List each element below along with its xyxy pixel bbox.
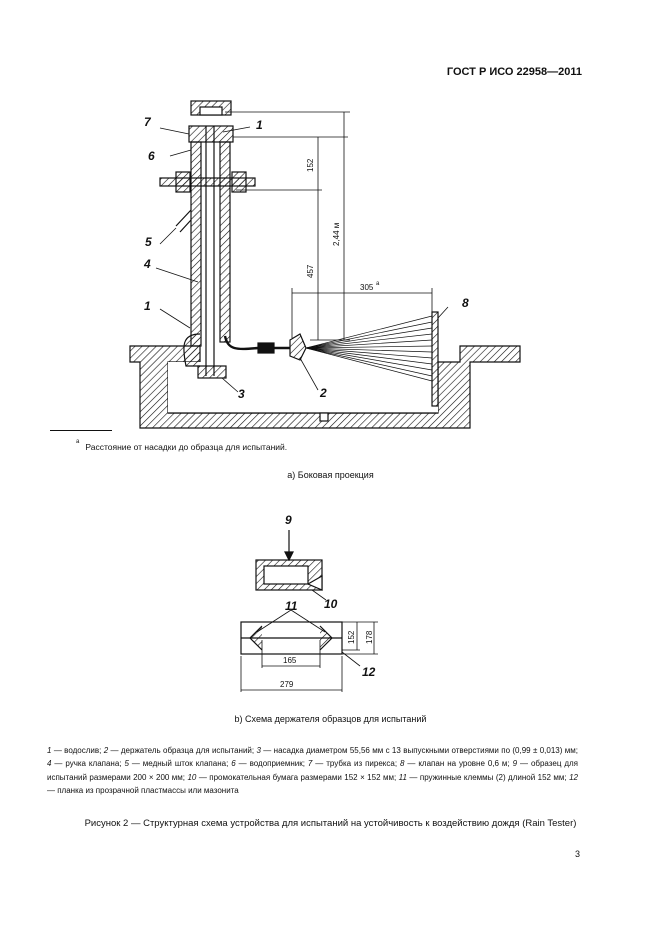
legend-text: — насадка диаметром 55,56 мм с 13 выпуск… <box>260 746 578 755</box>
label-1-overflow: 1 <box>144 299 151 313</box>
caption-b: b) Схема держателя образцов для испытани… <box>234 714 427 724</box>
legend-text: — водоприемник; <box>235 759 308 769</box>
legend-num: 6 <box>231 759 236 769</box>
legend-text: — промокательная бумага размерами 152 × … <box>196 772 399 782</box>
figure-title: Рисунок 2 — Структурная схема устройства… <box>84 818 577 829</box>
legend-num: 8 <box>400 759 405 769</box>
dim-178: 178 <box>365 630 374 644</box>
caption-a: а) Боковая проекция <box>287 470 374 480</box>
legend-text: — трубка из пирекса; <box>312 759 400 769</box>
dim-279: 279 <box>280 680 294 689</box>
dim-305: 305 <box>360 283 374 292</box>
legend-num: 4 <box>47 759 52 769</box>
dim-165: 165 <box>283 656 297 665</box>
page-number: 3 <box>574 849 580 859</box>
legend-text: — водослив; <box>51 746 104 755</box>
legend-num: 9 <box>512 759 518 769</box>
figure-legend: 1 — водослив; 2 — держатель образца для … <box>47 744 578 798</box>
legend-num: 10 <box>187 772 197 782</box>
legend-num: 2 <box>103 746 109 755</box>
dim-152b: 152 <box>347 630 356 644</box>
label-11: 11 <box>285 599 298 613</box>
legend-num: 3 <box>256 746 261 755</box>
legend-text: — планка из прозрачной пластмассы или ма… <box>47 786 239 796</box>
specimen-holder-diagram: 9 10 11 12 152 178 165 279 <box>240 513 378 692</box>
legend-text: — медный шток клапана; <box>128 759 232 769</box>
label-10: 10 <box>324 597 338 611</box>
dim-457: 457 <box>306 264 315 278</box>
legend-text: — держатель образца для испытаний; <box>108 746 257 755</box>
label-1-top: 1 <box>256 118 263 132</box>
label-7: 6 <box>148 149 155 163</box>
legend-num: 5 <box>124 759 129 769</box>
legend-text: — образец для испытаний размерами 200 × … <box>47 759 579 782</box>
label-9: 9 <box>285 513 292 527</box>
footnote: a Расстояние от насадки до образца для ис… <box>76 439 288 452</box>
legend-num: 12 <box>569 772 579 782</box>
standard-header: ГОСТ Р ИСО 22958—2011 <box>446 66 582 78</box>
label-12: 12 <box>362 665 376 679</box>
footnote-text: Расстояние от насадки до образца для исп… <box>85 442 288 452</box>
footnote-mark: a <box>76 439 80 446</box>
label-3: 2 <box>319 386 327 400</box>
legend-text: — ручка клапана; <box>51 759 125 769</box>
dim-305-sup: a <box>376 281 380 287</box>
label-2: 8 <box>462 296 469 310</box>
label-8: 7 <box>144 115 152 129</box>
dim-152: 152 <box>306 158 315 172</box>
legend-num: 11 <box>398 772 407 782</box>
label-4: 3 <box>238 387 245 401</box>
label-5: 4 <box>143 257 151 271</box>
legend-num: 7 <box>307 759 313 769</box>
legend-num: 1 <box>47 746 52 755</box>
rain-tester-side-view: 7 6 5 4 1 1 3 2 8 152 457 2,44 м 305 a <box>129 100 521 429</box>
legend-text: — пружинные клеммы (2) длиной 152 мм; <box>406 772 570 782</box>
dim-244: 2,44 м <box>332 223 341 246</box>
label-6: 5 <box>145 235 152 249</box>
legend-text: — клапан на уровне 0,6 м; <box>404 759 513 769</box>
footnote-rule <box>50 430 112 431</box>
